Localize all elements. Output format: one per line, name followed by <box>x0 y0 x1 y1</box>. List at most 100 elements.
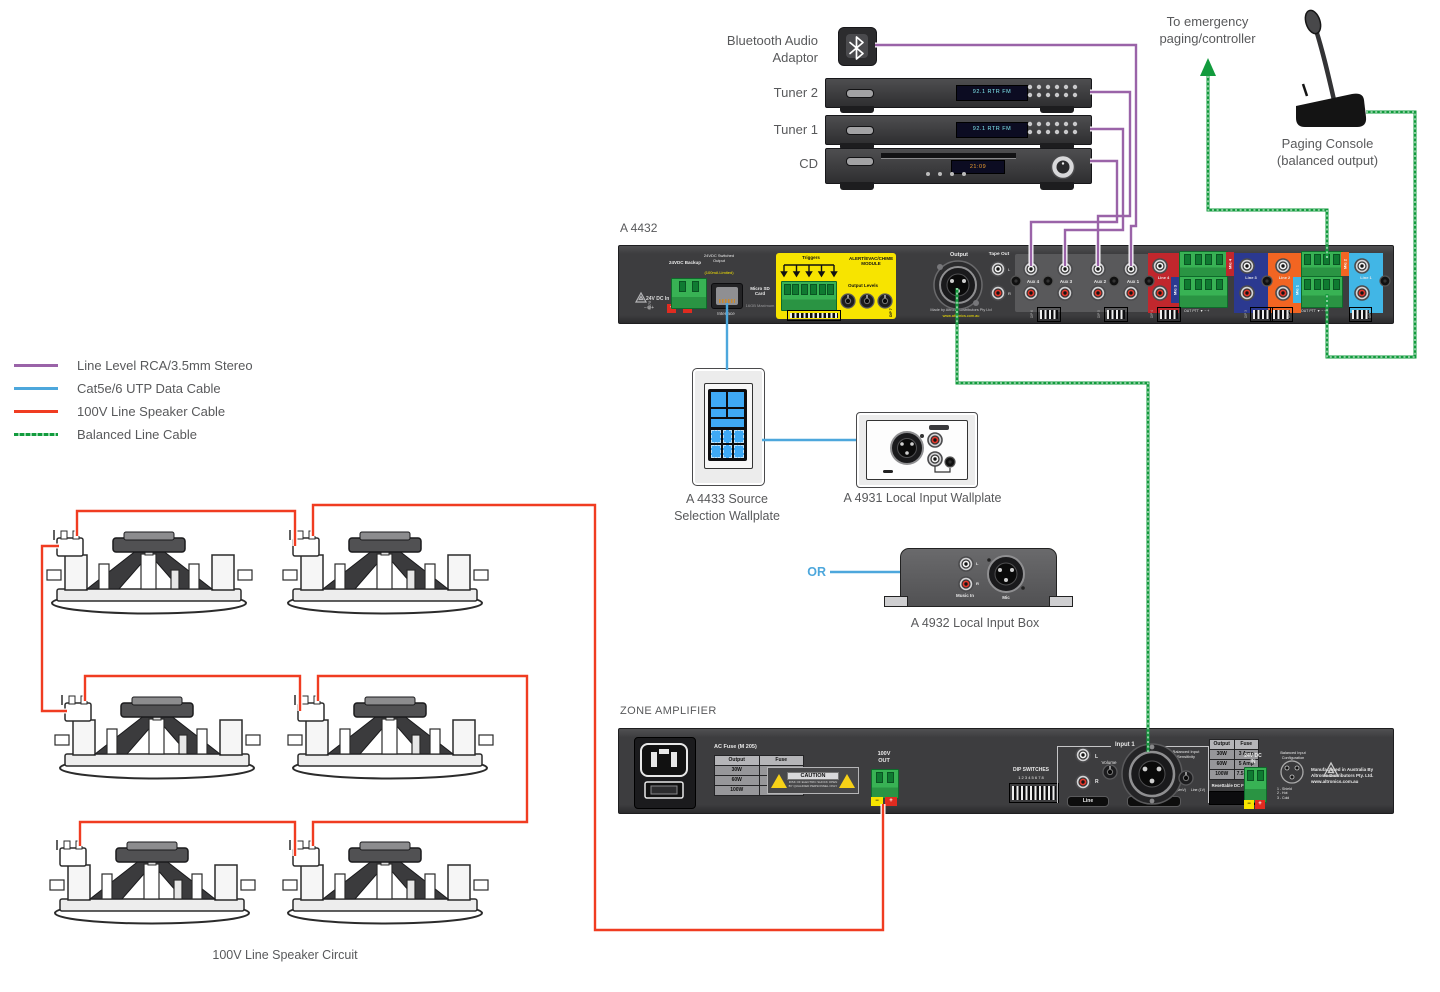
balanced-badge: Balanced <box>1127 796 1181 807</box>
ceiling-speaker-3 <box>54 694 261 780</box>
cd-label: CD <box>799 156 818 171</box>
bluetooth-adaptor-label: Bluetooth Audio <box>726 33 818 48</box>
dip6-bank <box>1037 307 1061 322</box>
legend-swatch-balanced <box>14 433 58 436</box>
emergency-label: To emergency <box>1166 14 1249 29</box>
tuner2-device: 92.1 RTR FM <box>825 78 1092 108</box>
a4932-l-marker: L <box>976 561 979 566</box>
line4-label: Line 4 <box>1157 275 1170 280</box>
dip-switch-numbers: 1 2 3 4 5 6 7 8 <box>1018 775 1044 780</box>
line3-label: Line 3 <box>1245 275 1257 280</box>
sd-card-label: Micro SD Card <box>750 286 770 297</box>
dip-switches-title: DIP SWITCHES <box>1012 767 1050 773</box>
paging-console-caption: Paging Console <box>1281 136 1374 151</box>
mic3-terminal-block <box>1179 276 1228 308</box>
volume-label: Volume <box>1101 760 1117 765</box>
mic2-tag: Mic 2 <box>1341 252 1349 276</box>
dip2-label: DIP 2 <box>1287 310 1291 318</box>
line1-panel <box>1349 253 1383 313</box>
mic-sens-label: Mic (2mV) <box>1170 788 1186 792</box>
mixer-url-label: www.altronics.com.au <box>942 314 980 318</box>
100v-plus: + <box>885 797 897 806</box>
line-badge: Line <box>1067 796 1109 807</box>
bluetooth-adaptor <box>838 27 877 66</box>
mic1-terminal-block <box>1301 276 1343 308</box>
output-levels-label: Output Levels <box>847 283 878 288</box>
sd-max-label: 16GB Maximum <box>745 303 775 308</box>
cd-player-device: 21:09 <box>825 148 1092 184</box>
tape-l-marker: L <box>1008 267 1011 272</box>
mic1-tag: Mic 1 <box>1293 277 1301 303</box>
mixer-title: A 4432 <box>620 221 658 235</box>
ceiling-speaker-4 <box>287 694 494 780</box>
cd-foot <box>1040 182 1074 190</box>
input1-label: Input 1 <box>1111 742 1139 750</box>
aux1-label: Aux 1 <box>1126 279 1140 284</box>
legend-swatch-rca <box>14 364 58 367</box>
paging-console-caption2: (balanced output) <box>1276 153 1379 168</box>
legend-swatch-cat5 <box>14 387 58 390</box>
tuner2-display: 92.1 RTR FM <box>956 85 1028 101</box>
24v-plus: + <box>1255 800 1265 809</box>
warning-triangle-icon <box>771 773 787 788</box>
emergency-arrowhead-icon <box>1200 58 1216 76</box>
mixer-dc-symbols: −⊕+ <box>644 305 655 311</box>
speaker-circuit-caption: 100V Line Speaker Circuit <box>212 948 358 962</box>
tuner1-foot <box>840 143 874 150</box>
warning-triangle-icon <box>839 773 855 788</box>
paging-console <box>1296 9 1367 127</box>
dip3-bank <box>1250 307 1273 322</box>
a4433-button <box>722 444 733 458</box>
cd-disc-slot <box>881 153 1016 159</box>
a4931-screw-slot <box>883 470 893 473</box>
or-label: OR <box>807 565 826 579</box>
dip3-label: DIP 3 <box>1244 310 1248 318</box>
a4931-panel <box>866 420 968 480</box>
a4433-button <box>711 429 721 443</box>
tuner2-label: Tuner 2 <box>773 85 818 100</box>
a4433-button <box>722 429 733 443</box>
amp-r-marker: R <box>1095 779 1099 785</box>
tuner2-foot <box>1040 106 1074 113</box>
mic3-tag: Mic 3 <box>1171 277 1179 303</box>
tuner2-button <box>846 89 874 98</box>
amp-l-marker: L <box>1095 754 1099 760</box>
a4932-flange <box>884 596 908 607</box>
tuner2-foot <box>840 106 874 113</box>
line1-label: Line 1 <box>1360 275 1372 280</box>
alert-evac-chime-module: Triggers ALERT/EVAC/CHIME MODULE Output … <box>776 253 896 321</box>
legend-label: Line Level RCA/3.5mm Stereo <box>77 358 253 373</box>
a4932-caption: A 4932 Local Input Box <box>910 616 1040 630</box>
ceiling-speaker-1 <box>46 529 253 615</box>
a4931-caption: A 4931 Local Input Wallplate <box>843 491 1002 505</box>
dip6-label: DIP 6 <box>1030 310 1034 318</box>
a4932-r-marker: R <box>976 581 979 586</box>
iec-power-inlet <box>634 737 696 809</box>
caution-title: CAUTION <box>787 772 839 781</box>
mic2-terminal-block <box>1301 251 1343 278</box>
a4433-button <box>711 444 721 458</box>
line3-panel <box>1234 253 1268 313</box>
bluetooth-icon <box>846 34 868 58</box>
triggers-label: Triggers <box>802 255 820 260</box>
interface-rj45-port <box>711 283 743 309</box>
ceiling-speaker-6 <box>282 839 489 925</box>
switched-output-label: 24VDC Switched Output <box>703 253 735 263</box>
legend-swatch-100v <box>14 410 58 413</box>
a4932-flange <box>1049 596 1073 607</box>
cd-foot <box>840 182 874 190</box>
backup-terminal-block <box>671 278 707 309</box>
mic-label: Mic <box>1002 595 1010 600</box>
out-ptt-row: OUT PTT ▼ − + <box>1184 309 1210 313</box>
a4433-tile <box>711 392 727 407</box>
amp-dip-bank <box>1009 783 1059 803</box>
legend-label: Balanced Line Cable <box>77 427 197 442</box>
cd-display: 21:09 <box>951 160 1005 174</box>
line2-label: Line 2 <box>1278 275 1291 280</box>
a4433-button <box>734 429 744 443</box>
aux3-label: Aux 3 <box>1059 279 1073 284</box>
tape-r-marker: R <box>1008 291 1011 296</box>
